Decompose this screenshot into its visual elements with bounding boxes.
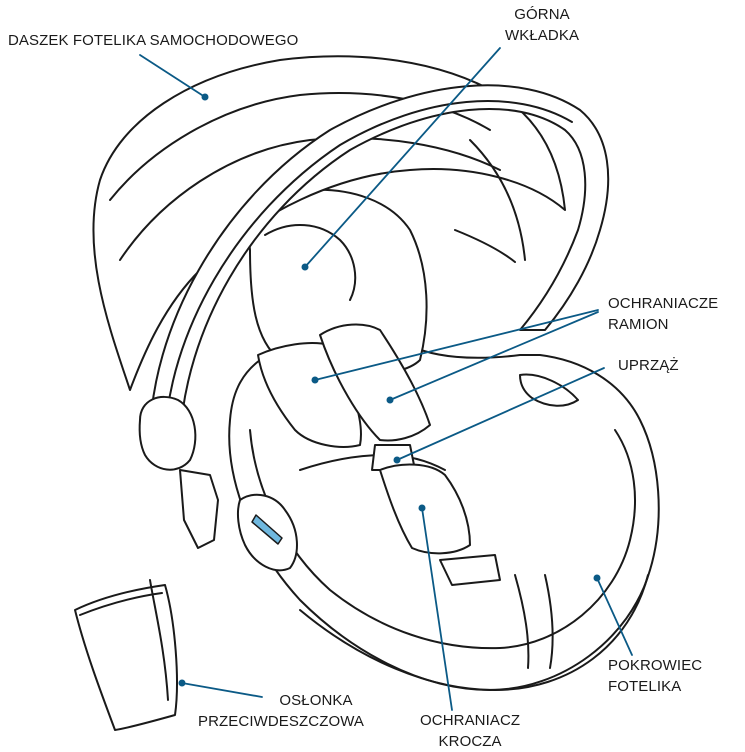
label-canopy: DASZEK FOTELIKA SAMOCHODOWEGO	[8, 30, 298, 51]
dot-shoulder-pad-left	[312, 377, 319, 384]
label-head-insert-line2: WKŁADKA	[505, 25, 579, 46]
dot-crotch-pad	[419, 505, 426, 512]
label-shoulder-pads-line1: OCHRANIACZE	[608, 293, 718, 314]
label-seat-cover: POKROWIEC FOTELIKA	[608, 655, 702, 697]
base-connector	[180, 470, 218, 548]
label-rain-cover-line1: OSŁONKA	[198, 690, 364, 711]
dot-shoulder-pad-right	[387, 397, 394, 404]
label-crotch-pad: OCHRANIACZ KROCZA	[420, 710, 520, 752]
label-rain-cover: OSŁONKA PRZECIWDESZCZOWA	[198, 690, 364, 732]
label-crotch-pad-line2: KROCZA	[420, 731, 520, 752]
label-seat-cover-line1: POKROWIEC	[608, 655, 702, 676]
label-shoulder-pads: OCHRANIACZE RAMION	[608, 293, 718, 335]
rain-cover-shape	[75, 585, 177, 730]
dot-harness	[394, 457, 401, 464]
label-head-insert: GÓRNA WKŁADKA	[505, 4, 579, 46]
label-harness: UPRZĄŻ	[618, 355, 679, 376]
dot-head-insert	[302, 264, 309, 271]
label-canopy-text: DASZEK FOTELIKA SAMOCHODOWEGO	[8, 30, 298, 51]
dot-seat-cover	[594, 575, 601, 582]
handle-pivot	[140, 397, 196, 470]
dot-canopy	[202, 94, 209, 101]
label-shoulder-pads-line2: RAMION	[608, 314, 718, 335]
crotch-strap	[440, 555, 500, 585]
dot-rain-cover	[179, 680, 186, 687]
label-rain-cover-line2: PRZECIWDESZCZOWA	[198, 711, 364, 732]
label-crotch-pad-line1: OCHRANIACZ	[420, 710, 520, 731]
label-head-insert-line1: GÓRNA	[505, 4, 579, 25]
label-seat-cover-line2: FOTELIKA	[608, 676, 702, 697]
leader-canopy	[140, 55, 205, 97]
label-harness-text: UPRZĄŻ	[618, 355, 679, 376]
